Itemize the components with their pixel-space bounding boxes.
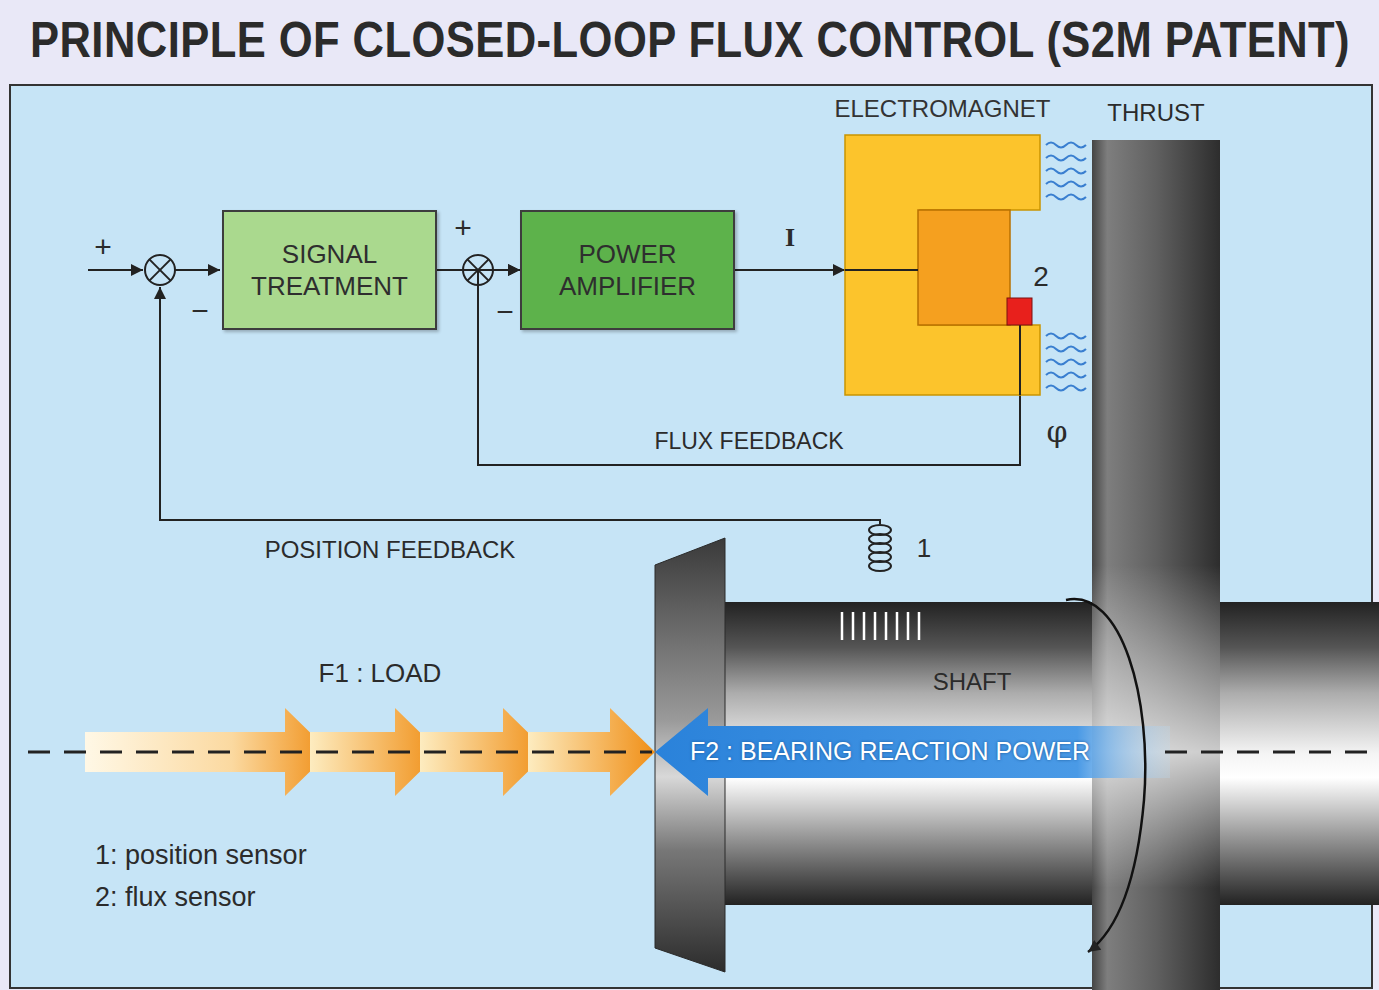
sign-symbol: − xyxy=(191,294,209,329)
air-gap-flux xyxy=(1046,386,1086,391)
thrust-disk xyxy=(1092,140,1220,990)
air-gap-flux xyxy=(1046,143,1086,148)
summing-junction xyxy=(149,259,170,280)
air-gap-flux xyxy=(1046,182,1086,187)
electromagnet-shape xyxy=(845,135,1040,395)
edge-label: FLUX FEEDBACK xyxy=(654,428,843,454)
summing-junction xyxy=(145,255,175,285)
shaft-target-marks xyxy=(874,612,877,640)
axis-line xyxy=(28,751,652,754)
shaft-target-marks xyxy=(918,612,921,640)
part-heading: ELECTROMAGNET xyxy=(834,95,1050,123)
signal-name: φ xyxy=(1046,415,1067,450)
air-gap-flux xyxy=(1046,347,1086,352)
shaft-target-marks xyxy=(842,612,919,640)
air-gap-flux xyxy=(1046,334,1086,339)
box-text: SIGNAL TREATMENT xyxy=(236,238,423,303)
air-gap-flux xyxy=(1046,360,1086,365)
shaft-target-marks xyxy=(885,612,888,640)
force-label: F1 : LOAD xyxy=(319,659,442,689)
sign-symbol: − xyxy=(496,295,514,330)
air-gap-flux xyxy=(1046,143,1086,391)
shaft-illustration xyxy=(655,538,1379,972)
reaction-arrow xyxy=(655,708,1170,796)
signal-wires xyxy=(88,269,143,271)
magnet-coil xyxy=(918,210,1010,325)
axis-line xyxy=(1165,751,1379,754)
electromagnet: ELECTROMAGNET xyxy=(845,135,1040,395)
air-gap-flux xyxy=(1046,195,1086,200)
part-name: THRUST xyxy=(1107,99,1204,127)
shaft-target-marks xyxy=(896,612,899,640)
key-note: 1: position sensor xyxy=(95,840,307,871)
thrust-disk xyxy=(1092,140,1220,990)
signal-wires xyxy=(175,269,220,271)
thrust-disk xyxy=(1092,140,1220,990)
shaft-target-marks xyxy=(841,612,844,640)
shaft-target-marks xyxy=(852,612,855,640)
air-gap-flux xyxy=(1046,169,1086,174)
key-note: 2: flux sensor xyxy=(95,882,256,913)
signal-name: POSITION FEEDBACK xyxy=(265,536,516,564)
flux-sensor xyxy=(1007,298,1032,325)
part-name: SHAFT xyxy=(933,668,1012,696)
diagram-title: PRINCIPLE OF CLOSED-LOOP FLUX CONTROL (S… xyxy=(30,10,1350,70)
box-text: POWER AMPLIFIER xyxy=(534,238,721,303)
process-box: POWER AMPLIFIER xyxy=(520,210,735,330)
sign-symbol: + xyxy=(94,230,112,265)
rotation-arrow xyxy=(1066,599,1145,952)
position-sensor-coil xyxy=(869,525,891,571)
callout-number: 1 xyxy=(917,534,931,564)
process-box: SIGNAL TREATMENT xyxy=(222,210,437,330)
force-label: F2 : BEARING REACTION POWER xyxy=(690,737,1090,766)
sign-symbol: + xyxy=(454,211,472,246)
edge-label: I xyxy=(785,223,795,253)
signal-wires xyxy=(88,270,880,524)
shaft-target-marks xyxy=(907,612,910,640)
air-gap-flux xyxy=(1046,373,1086,378)
air-gap-flux xyxy=(1046,156,1086,161)
callout-number: 2 xyxy=(1033,261,1049,293)
current-wire xyxy=(845,269,918,271)
summing-junction xyxy=(149,259,170,280)
position-sensor-coil xyxy=(869,561,891,571)
magnet-core xyxy=(845,135,1040,395)
sensor-wire xyxy=(1019,325,1021,395)
shaft-target-marks xyxy=(863,612,866,640)
signal-connector xyxy=(735,269,845,271)
